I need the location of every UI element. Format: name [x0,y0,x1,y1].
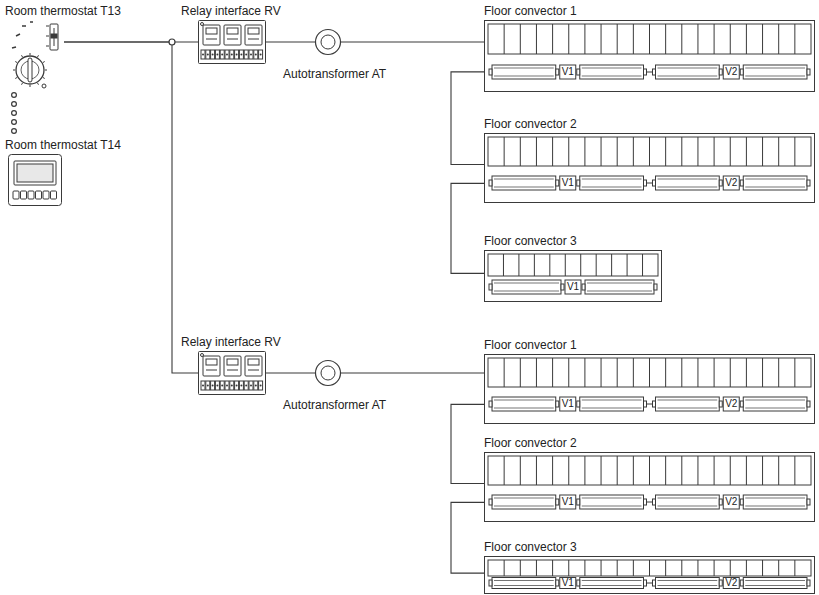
wire-connector [64,42,198,373]
valve-label: V1 [562,178,574,188]
valve-label: V2 [725,67,737,77]
relay-symbol [198,20,266,64]
conv-drawing [484,452,815,522]
wire-path [341,372,484,373]
convector-node: Floor convector 1 V1 V2 [484,338,816,426]
valve-label: V1 [562,497,574,507]
node-label: Autotransformer AT [283,67,386,81]
valve-label: V1 [567,282,579,292]
wire-connector [451,502,484,573]
relay-drawing [198,20,266,64]
node-label: Floor convector 1 [484,338,577,352]
node-label: Autotransformer AT [283,398,386,412]
conv-symbol [484,20,815,92]
conv-drawing [484,556,815,594]
dial-drawing [8,20,64,90]
conv-drawing [484,354,815,424]
dial-symbol [8,20,64,90]
at-drawing [315,360,341,386]
wire-path [64,42,198,373]
convector-node: Floor convector 3 V1 [484,234,664,304]
node-label: Relay interface RV [181,4,281,18]
node-label: Relay interface RV [181,335,281,349]
wire-path [266,372,315,373]
digital-drawing [8,154,62,206]
conv-drawing [484,250,662,302]
relay-drawing [198,351,266,395]
wire-path [266,41,315,42]
wire-connector [341,373,484,374]
conv-symbol [484,556,815,594]
valve-label: V1 [562,67,574,77]
autotransformer-node: Autotransformer AT [283,27,398,83]
node-label: Floor convector 2 [484,436,577,450]
valve-label: V1 [562,578,574,588]
convector-node: Floor convector 2 V1 V2 [484,436,816,524]
wire-path [451,404,484,483]
at-symbol [315,360,341,386]
relay-node: Relay interface RV [181,4,301,66]
convector-node: Floor convector 2 V1 V2 [484,117,816,205]
wire-connector [451,72,484,165]
valve-label: V2 [725,399,737,409]
wire-connector [266,42,315,43]
convector-node: Floor convector 1 V1 V2 [484,4,816,94]
valve-label: V1 [562,399,574,409]
link-dots-inner [12,95,16,134]
thermostat-node: Room thermostat T13 [5,4,135,90]
thermostat-node: Room thermostat T14 [5,138,135,206]
node-label: Floor convector 3 [484,234,577,248]
wire-path [451,502,484,573]
conv-symbol [484,354,815,424]
at-symbol [315,29,341,55]
valve-label: V2 [725,178,737,188]
node-label: Floor convector 1 [484,4,577,18]
node-label: Floor convector 3 [484,540,577,554]
node-label: Room thermostat T14 [5,138,121,152]
digital-symbol [8,154,62,206]
autotransformer-node: Autotransformer AT [283,358,398,414]
conv-drawing [484,133,815,203]
conv-symbol [484,133,815,203]
relay-symbol [198,351,266,395]
valve-label: V2 [725,578,737,588]
wire-connector [14,95,15,134]
valve-label: V2 [725,497,737,507]
conv-symbol [484,250,662,302]
at-drawing [315,29,341,55]
convector-node: Floor convector 3 V1 V2 [484,540,816,595]
wire-connector [341,42,484,43]
wire-connector [451,183,484,273]
wire-path [451,72,484,165]
wire-path [341,41,484,42]
node-label: Floor convector 2 [484,117,577,131]
link-dots [11,95,17,134]
junction-dot [169,39,175,45]
wire-connector [451,404,484,483]
conv-drawing [484,20,815,92]
wire-path [451,183,484,273]
relay-node: Relay interface RV [181,335,301,397]
wire-connector [266,373,315,374]
node-label: Room thermostat T13 [5,4,121,18]
conv-symbol [484,452,815,522]
